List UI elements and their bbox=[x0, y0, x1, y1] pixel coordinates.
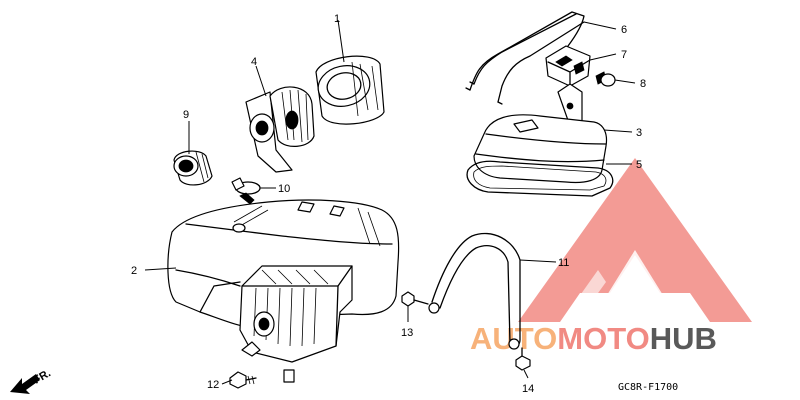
part-number-1: 1 bbox=[334, 13, 340, 25]
part-9-joint-rubber bbox=[173, 150, 213, 186]
front-direction-indicator: FR. bbox=[10, 367, 53, 394]
part-number-8: 8 bbox=[640, 78, 646, 90]
part-7-rubber-bracket bbox=[545, 45, 591, 87]
part-number-2: 2 bbox=[131, 265, 137, 277]
front-direction-label: FR. bbox=[32, 367, 53, 386]
part-5-cover-gasket bbox=[466, 160, 614, 197]
watermark-triangle-logo bbox=[518, 158, 752, 322]
part-number-4: 4 bbox=[251, 56, 257, 68]
diagram-code: GC8R-F1700 bbox=[618, 382, 678, 393]
watermark-text-moto: MOTO bbox=[557, 321, 649, 356]
part-number-3: 3 bbox=[636, 127, 642, 139]
watermark-text-hub: HUB bbox=[650, 321, 717, 356]
front-direction-arrow-icon bbox=[10, 374, 40, 394]
part-13-bolt bbox=[401, 291, 429, 307]
part-number-9: 9 bbox=[183, 109, 189, 121]
part-11-strap-band bbox=[428, 232, 521, 350]
part-number-13: 13 bbox=[401, 327, 413, 339]
part-3-air-cleaner-cover bbox=[473, 83, 608, 184]
part-2-air-cleaner-case bbox=[167, 199, 400, 383]
part-number-14: 14 bbox=[522, 383, 534, 395]
part-12-bolt bbox=[229, 371, 257, 389]
part-4-element-holder bbox=[245, 86, 315, 173]
part-number-7: 7 bbox=[621, 49, 627, 61]
part-10-hose-clamp bbox=[231, 177, 261, 205]
part-8-grommet bbox=[595, 71, 616, 87]
part-number-11: 11 bbox=[558, 257, 569, 269]
leader-lines bbox=[144, 19, 636, 385]
part-number-5: 5 bbox=[636, 159, 642, 171]
part-number-6: 6 bbox=[621, 24, 627, 36]
part-14-bolt bbox=[515, 347, 531, 371]
part-1-air-filter-element bbox=[315, 55, 385, 125]
svg-text:AUTOMOTOHUB: AUTOMOTOHUB bbox=[470, 321, 717, 356]
part-6-wire-clip bbox=[465, 11, 585, 105]
part-number-10: 10 bbox=[278, 183, 290, 195]
part-number-12: 12 bbox=[207, 379, 219, 391]
